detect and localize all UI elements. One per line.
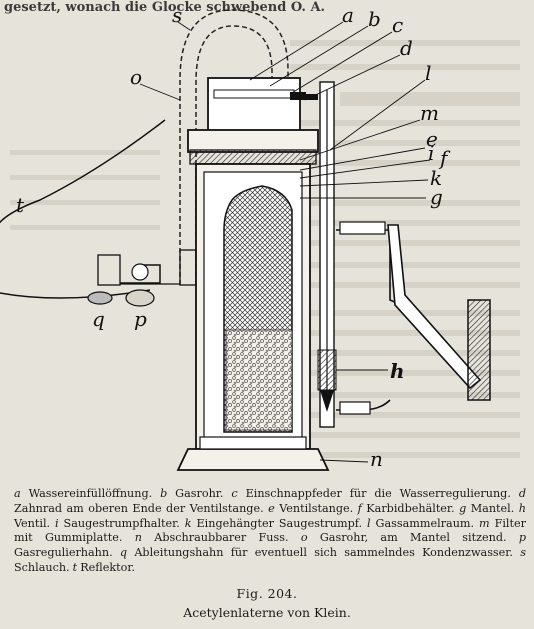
legend-key: t: [72, 560, 78, 574]
legend-text: Saugestrumpfhalter.: [58, 516, 185, 530]
reflector: [0, 119, 166, 299]
legend-key: b: [160, 487, 168, 500]
legend-key: p: [518, 531, 526, 545]
label-t: t: [16, 193, 25, 217]
legend-text: Ventil.: [14, 516, 56, 530]
tap-p: [120, 264, 161, 284]
label-l: l: [425, 61, 431, 85]
legend-entry-p: p Gasregulierhahn.: [14, 531, 526, 559]
label-i: i: [428, 141, 434, 165]
legend-key: l: [367, 516, 371, 530]
legend-text: Gassammelraum.: [370, 516, 480, 530]
legend-entry-k: k Eingehängter Saugestrumpf.: [185, 517, 367, 530]
legend-text: Mantel.: [466, 501, 519, 515]
legend-text: Gasrohr, am Mantel sitzend.: [307, 531, 519, 545]
legend-key: q: [119, 546, 128, 560]
legend-text: Ventilstange.: [274, 501, 358, 515]
figure-number: Fig. 204.: [236, 586, 298, 601]
header-fragment: gesetzt, wonach die Glocke schwebend O. …: [4, 0, 326, 15]
label-c: c: [392, 13, 403, 37]
legend-key: a: [14, 487, 21, 500]
legend-text: Wassereinfüllöffnung.: [20, 487, 161, 500]
legend-key: f: [357, 501, 362, 515]
legend-text: Gasrohr.: [167, 487, 232, 500]
label-q: q: [92, 307, 105, 331]
legend-text: Abschraubbarer Fuss.: [141, 531, 301, 545]
legend-text: Eingehängter Saugestrumpf.: [191, 516, 367, 530]
legend-key: n: [134, 531, 142, 545]
legend-key: e: [268, 501, 275, 515]
label-d: d: [400, 36, 413, 60]
label-k: k: [430, 166, 442, 190]
legend-entry-a: a Wassereinfüllöffnung.: [14, 487, 160, 500]
top-chamber: [207, 77, 301, 137]
legend-entry-g: g Mantel.: [459, 502, 519, 515]
hose-s: [179, 9, 289, 285]
legend-key: h: [518, 501, 526, 515]
legend-key: k: [184, 516, 192, 530]
legend-entry-b: b Gasrohr.: [160, 487, 231, 500]
legend-text: Karbidbehälter.: [361, 501, 460, 515]
foot: [176, 448, 330, 471]
legend-entry-s: s Schlauch.: [14, 546, 526, 574]
label-a: a: [342, 3, 354, 27]
label-n: n: [370, 447, 383, 471]
legend-key: i: [55, 516, 59, 530]
lantern-diagram: a b c d l m e i f k g s o t q p h n: [0, 3, 491, 471]
legend-entry-i: i Saugestrumpfhalter.: [55, 517, 185, 530]
legend-text: Zahnrad am oberen Ende der Ventilstange.: [14, 501, 269, 515]
legend-key: o: [300, 531, 308, 545]
figure-title: Acetylenlaterne von Klein.: [183, 605, 351, 620]
legend-key: m: [479, 516, 490, 530]
label-e: e: [426, 127, 438, 151]
label-b: b: [368, 7, 381, 31]
legend-text: Einschnappfeder für die Wasserregulierun…: [237, 487, 519, 500]
legend-entry-m: m Filter mit Gummiplatte.: [14, 517, 526, 545]
label-m: m: [420, 101, 439, 125]
legend-entry-t: t Reflektor.: [73, 561, 135, 574]
legend-text: Schlauch.: [14, 560, 73, 574]
legend-text: Ableitungshahn für eventuell sich sammel…: [127, 546, 521, 560]
legend-entry-e: e Ventilstange.: [268, 502, 358, 515]
figure-legend: a Wassereinfüllöffnung. b Gasrohr. c Ein…: [14, 487, 526, 576]
legend-entry-d: d Zahnrad am oberen Ende der Ventilstang…: [14, 487, 526, 515]
legend-key: g: [459, 501, 467, 515]
legend-entry-n: n Abschraubbarer Fuss.: [135, 531, 301, 544]
label-s: s: [172, 3, 182, 27]
label-p: p: [134, 307, 147, 331]
legend-entry-f: f Karbidbehälter.: [358, 502, 459, 515]
legend-entry-c: c Einschnappfeder für die Wasserregulier…: [231, 487, 518, 500]
label-g: g: [430, 185, 443, 209]
legend-entry-h: h Ventil.: [14, 502, 526, 530]
legend-entry-o: o Gasrohr, am Mantel sitzend.: [301, 531, 519, 544]
legend-entry-q: q Ableitungshahn für eventuell sich samm…: [120, 546, 520, 559]
legend-key: d: [518, 487, 526, 500]
legend-text: Filter mit Gummiplatte.: [14, 516, 526, 545]
legend-key: c: [231, 487, 238, 500]
label-h: h: [390, 359, 405, 383]
tap-q: [87, 291, 113, 305]
legend-text: Gasregulierhahn.: [14, 546, 120, 560]
label-o: o: [130, 65, 142, 89]
legend-key: s: [520, 546, 526, 560]
legend-text: Reflektor.: [77, 560, 136, 574]
legend-entry-l: l Gassammelraum.: [367, 517, 479, 530]
